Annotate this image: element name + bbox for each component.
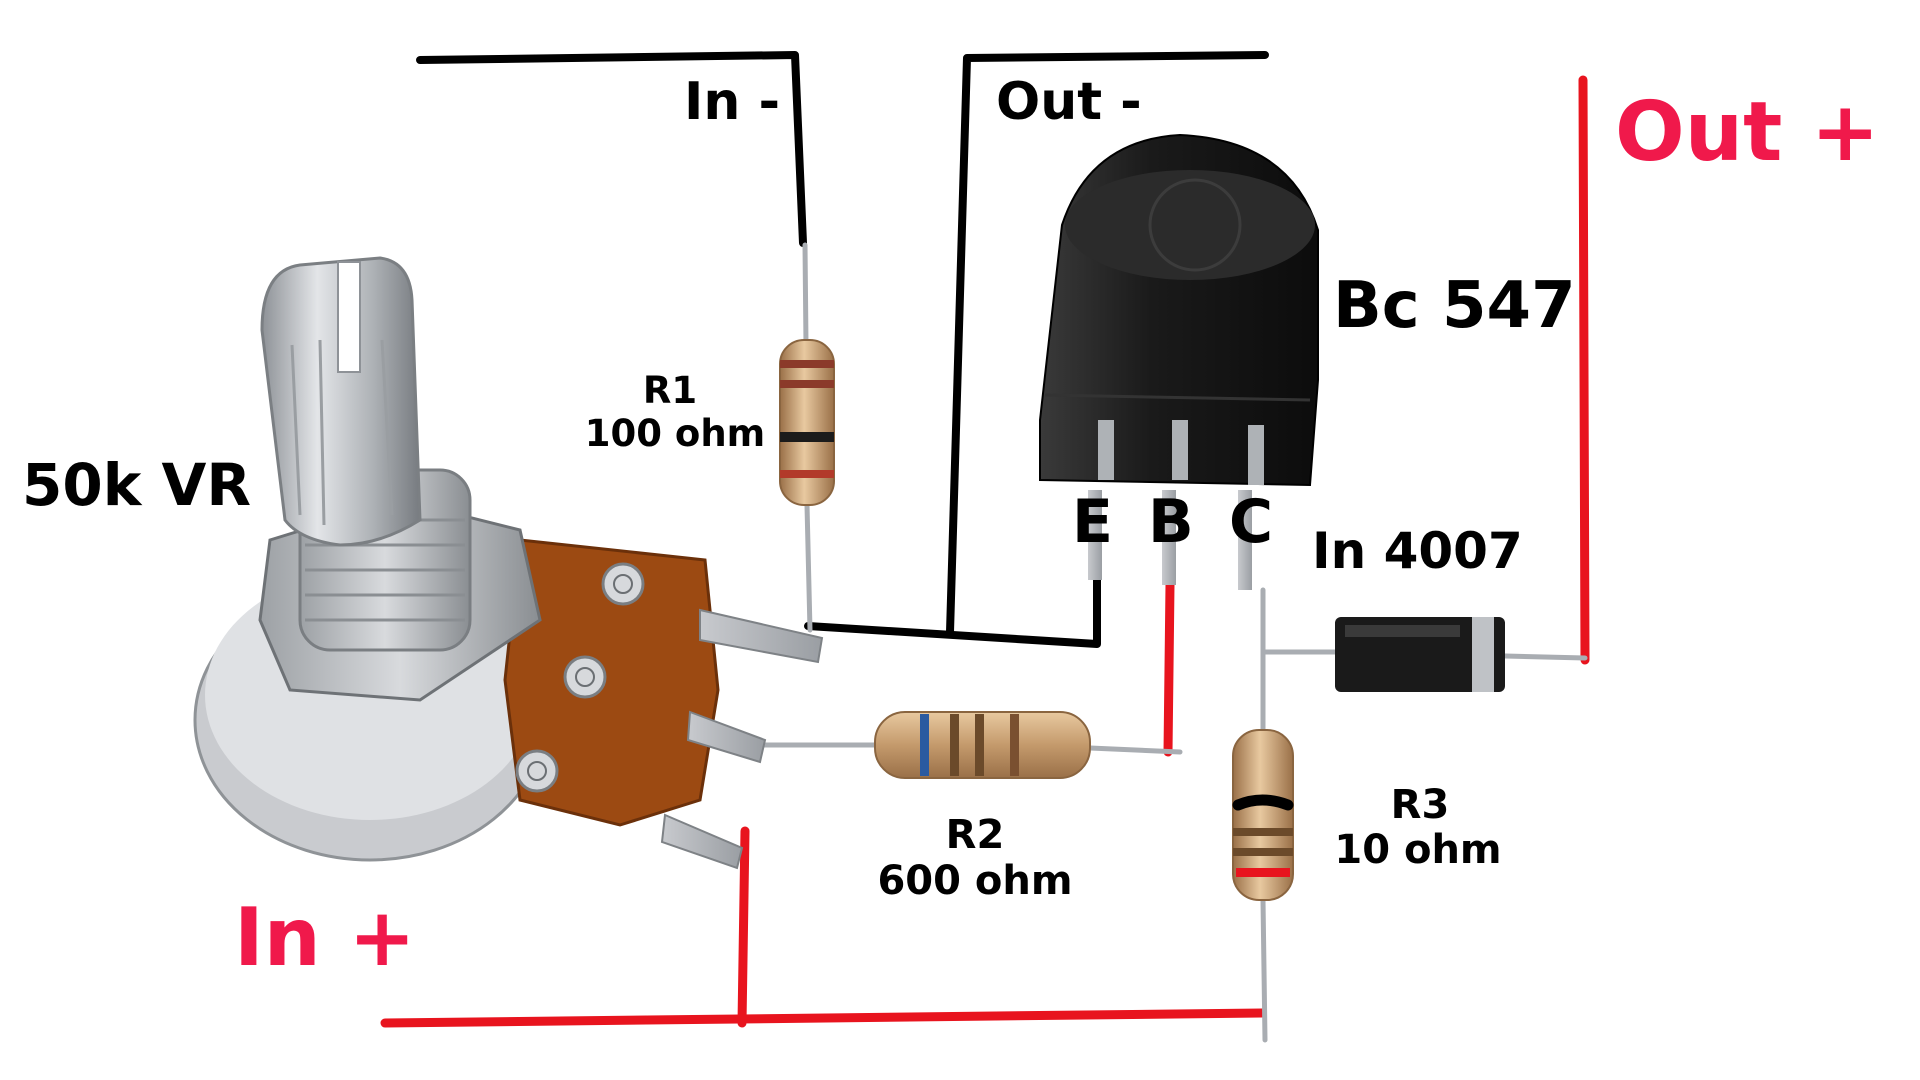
- transistor-bc547: [1039, 133, 1319, 590]
- r1-name-label: R1: [642, 369, 698, 412]
- transistor-leg-e: [1088, 490, 1102, 580]
- resistor-r1: [779, 339, 835, 506]
- in-plus-label: In +: [234, 891, 416, 984]
- diode-cathode-band: [1472, 617, 1494, 692]
- potentiometer-50k: [193, 256, 824, 870]
- resistor-r3: [1232, 729, 1294, 901]
- r1-bottom-lead: [804, 502, 813, 633]
- pot-terminal-board: [503, 538, 720, 827]
- in-minus-wire: [416, 51, 807, 247]
- out-plus-label: Out +: [1615, 85, 1880, 180]
- pot-screw-middle: [563, 655, 607, 699]
- in-plus-wire: [380, 1008, 1267, 1028]
- ground-bus-wire: [804, 566, 1101, 648]
- pot-shaft-slot: [337, 261, 361, 373]
- transistor-leg-b: [1162, 490, 1176, 585]
- pot-screw-top: [601, 562, 645, 606]
- transistor-top: [1065, 170, 1315, 280]
- out-minus-wire: [946, 51, 1269, 636]
- diode-right-lead: [1502, 653, 1588, 661]
- pot-to-bus-wire: [737, 826, 750, 1028]
- pot-label: 50k VR: [22, 451, 252, 519]
- r3-body: [1232, 729, 1294, 901]
- pin-b-label: B: [1148, 487, 1194, 557]
- out-minus-label: Out -: [996, 72, 1142, 132]
- r2-name-label: R2: [945, 812, 1005, 858]
- r3-name-label: R3: [1390, 782, 1450, 828]
- pin-e-label: E: [1072, 487, 1113, 557]
- out-plus-wire: [1578, 75, 1590, 665]
- r1-top-lead: [802, 242, 809, 348]
- diode-1n4007: [1335, 617, 1505, 692]
- r1-bands: [780, 360, 834, 478]
- pot-screws: [515, 562, 645, 793]
- component-leads: [757, 242, 1588, 1043]
- pot-pin-bottom: [660, 813, 744, 870]
- pot-pin-middle: [686, 710, 767, 764]
- pot-pin-top: [699, 608, 824, 664]
- transistor-label: Bc 547: [1333, 269, 1576, 343]
- r1-value-label: 100 ohm: [584, 412, 766, 455]
- positive-wires: [380, 75, 1590, 1028]
- resistor-r2: [874, 711, 1091, 779]
- base-red-wire: [1163, 580, 1175, 757]
- pot-pins: [660, 608, 824, 870]
- r2-bands: [920, 714, 1019, 776]
- r2-value-label: 600 ohm: [877, 858, 1073, 904]
- negative-wires: [416, 51, 1269, 648]
- diode-label: In 4007: [1312, 522, 1523, 580]
- r3-bottom-lead: [1260, 897, 1268, 1043]
- in-minus-label: In -: [684, 72, 781, 132]
- pot-screw-bottom: [515, 749, 559, 793]
- transistor-leg-c: [1238, 490, 1252, 590]
- pin-c-label: C: [1229, 487, 1274, 557]
- pot-shaft: [260, 256, 422, 547]
- r2-right-lead: [1087, 745, 1183, 755]
- r3-value-label: 10 ohm: [1334, 827, 1502, 873]
- r3-bands: [1232, 794, 1294, 877]
